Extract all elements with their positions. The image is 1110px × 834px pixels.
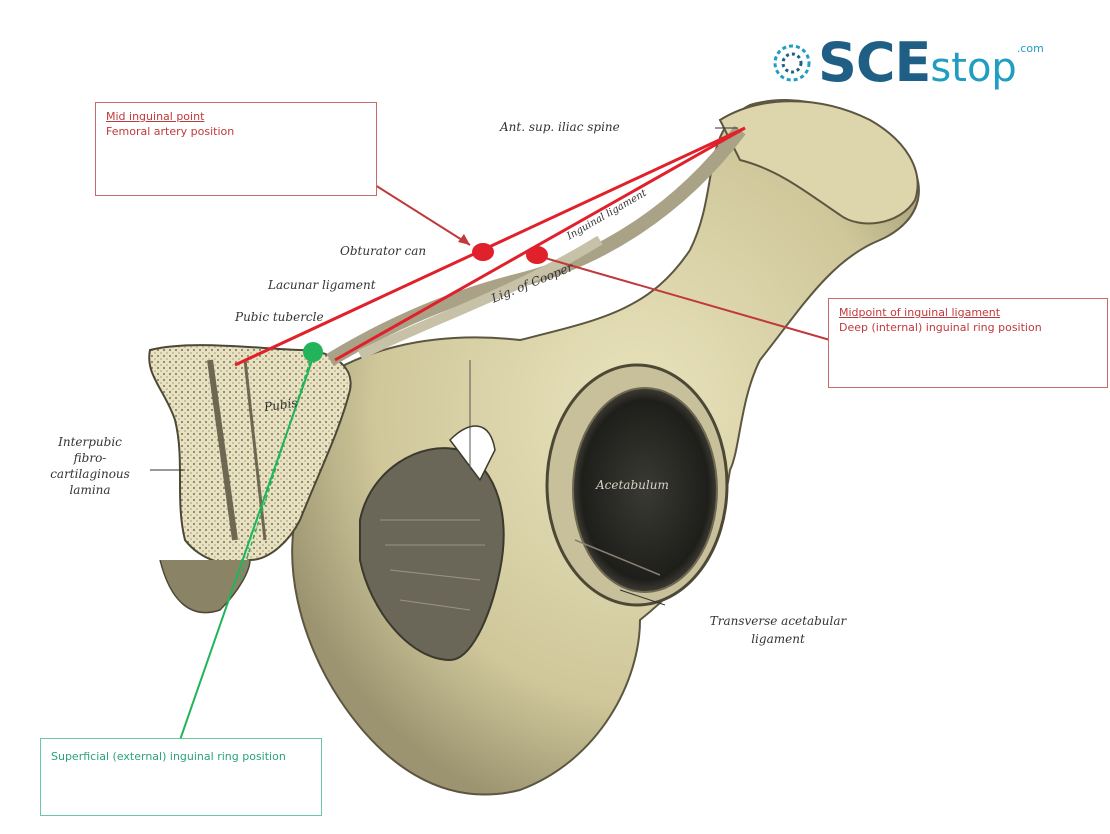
pointer-mid-inguinal xyxy=(375,185,470,245)
label-interpubic-line4: lamina xyxy=(30,482,150,498)
label-interpubic-line1: Interpubic xyxy=(30,434,150,450)
callout-superficial-ring-text: Superficial (external) inguinal ring pos… xyxy=(51,749,313,764)
red-marker-deep-ring xyxy=(526,246,548,264)
label-lacunar: Lacunar ligament xyxy=(268,278,376,292)
label-asis: Ant. sup. iliac spine xyxy=(500,120,620,134)
red-marker-femoral-artery xyxy=(472,243,494,261)
callout-superficial-ring: Superficial (external) inguinal ring pos… xyxy=(40,738,322,816)
globe-logo-icon xyxy=(770,41,814,85)
callout-midpoint-ligament: Midpoint of inguinal ligament Deep (inte… xyxy=(828,298,1108,388)
label-transverse-line2: ligament xyxy=(668,630,888,648)
green-marker-superficial-ring xyxy=(303,342,323,362)
logo-suffix-text: .com xyxy=(1017,42,1044,55)
callout-midpoint-ligament-title: Midpoint of inguinal ligament xyxy=(839,305,1099,320)
label-transverse-line1: Transverse acetabular xyxy=(668,612,888,630)
label-pubic-tubercle: Pubic tubercle xyxy=(235,310,324,324)
label-interpubic: Interpubic fibro- cartilaginous lamina xyxy=(30,434,150,498)
callout-midpoint-ligament-text: Deep (internal) inguinal ring position xyxy=(839,320,1099,335)
callout-mid-inguinal-title: Mid inguinal point xyxy=(106,109,368,124)
label-obturator: Obturator can xyxy=(340,244,426,258)
logo-stop-text: stop xyxy=(930,48,1016,88)
callout-mid-inguinal-text: Femoral artery position xyxy=(106,124,368,139)
callout-mid-inguinal: Mid inguinal point Femoral artery positi… xyxy=(95,102,377,196)
label-interpubic-line2: fibro- xyxy=(30,450,150,466)
sce-stop-logo: SCE stop .com xyxy=(770,28,1044,98)
label-interpubic-line3: cartilaginous xyxy=(30,466,150,482)
logo-sce-text: SCE xyxy=(818,36,930,90)
label-transverse: Transverse acetabular ligament xyxy=(668,612,888,648)
label-acetabulum: Acetabulum xyxy=(596,478,669,492)
